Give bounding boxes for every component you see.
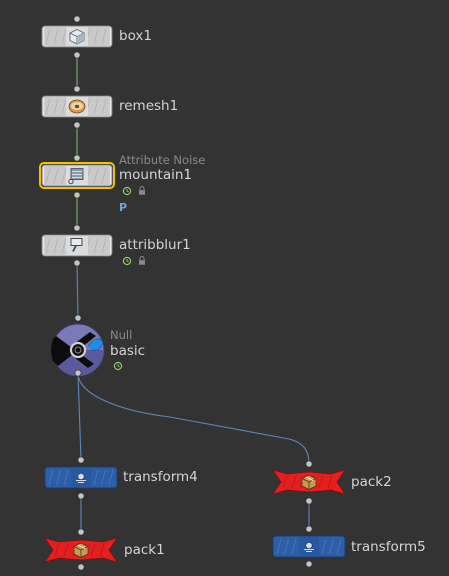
pack1-input-connector[interactable] <box>77 528 85 536</box>
pack2-output-connector[interactable] <box>305 497 313 505</box>
node-name-box1[interactable]: box1 <box>119 28 152 44</box>
node-attribblur1[interactable] <box>41 224 145 267</box>
mountain1-output-connector[interactable] <box>73 191 81 199</box>
node-transform4[interactable] <box>44 456 118 500</box>
node-name-transform5[interactable]: transform5 <box>351 539 426 555</box>
node-name-remesh1[interactable]: remesh1 <box>119 98 179 114</box>
basic-input-connector[interactable] <box>74 314 82 322</box>
node-pack1[interactable] <box>44 528 118 571</box>
node-pack2[interactable] <box>272 460 346 505</box>
node-name-attribblur1[interactable]: attribblur1 <box>119 237 191 253</box>
node-type-label: Null <box>110 328 133 342</box>
attribblur1-output-connector[interactable] <box>73 259 81 267</box>
node-name-basic[interactable]: basic <box>110 343 146 359</box>
clock-icon[interactable] <box>122 256 132 266</box>
lock-icon[interactable] <box>139 256 145 265</box>
transform4-input-connector[interactable] <box>77 456 85 464</box>
node-box1[interactable] <box>41 15 113 59</box>
wire-attribblur1-to-basic[interactable] <box>76 262 79 319</box>
donut-icon <box>68 99 86 114</box>
node-type-label: Attribute Noise <box>119 153 206 167</box>
node-name-pack1[interactable]: pack1 <box>124 542 165 558</box>
pack-icon <box>73 542 89 558</box>
transform5-input-connector[interactable] <box>305 525 313 533</box>
node-layer <box>39 15 346 571</box>
box1-input-connector[interactable] <box>73 15 81 23</box>
node-name-mountain1[interactable]: mountain1 <box>119 167 192 183</box>
selection-highlight <box>39 162 115 189</box>
transform5-output-connector[interactable] <box>305 560 313 568</box>
parameter-flag: P <box>119 201 128 214</box>
transform4-output-connector[interactable] <box>77 492 85 500</box>
box1-output-connector[interactable] <box>73 51 81 59</box>
connection-wires <box>76 55 310 532</box>
wire-basic-to-pack2[interactable] <box>77 372 310 465</box>
transform-icon <box>76 473 86 484</box>
pack-icon <box>301 474 317 490</box>
node-mountain1[interactable] <box>39 154 145 199</box>
null-accent-icon <box>87 338 104 351</box>
lock-icon[interactable] <box>139 186 145 195</box>
noise-icon <box>68 168 84 185</box>
wire-basic-to-transform4[interactable] <box>77 372 82 461</box>
clock-icon[interactable] <box>122 186 132 196</box>
node-basic[interactable] <box>51 314 123 377</box>
remesh1-output-connector[interactable] <box>73 121 81 129</box>
node-name-pack2[interactable]: pack2 <box>351 474 392 490</box>
pack1-output-connector[interactable] <box>77 563 85 571</box>
transform-icon <box>304 542 314 553</box>
node-transform5[interactable] <box>272 525 346 568</box>
node-name-transform4[interactable]: transform4 <box>123 469 198 485</box>
brush-icon <box>70 238 83 252</box>
node-remesh1[interactable] <box>41 85 113 129</box>
clock-icon[interactable] <box>113 361 123 371</box>
basic-output-connector[interactable] <box>74 369 82 377</box>
attribblur1-input-connector[interactable] <box>73 224 81 232</box>
cube-icon <box>69 28 85 45</box>
mountain1-input-connector[interactable] <box>73 154 81 162</box>
remesh1-input-connector[interactable] <box>73 85 81 93</box>
pack2-input-connector[interactable] <box>305 460 313 468</box>
